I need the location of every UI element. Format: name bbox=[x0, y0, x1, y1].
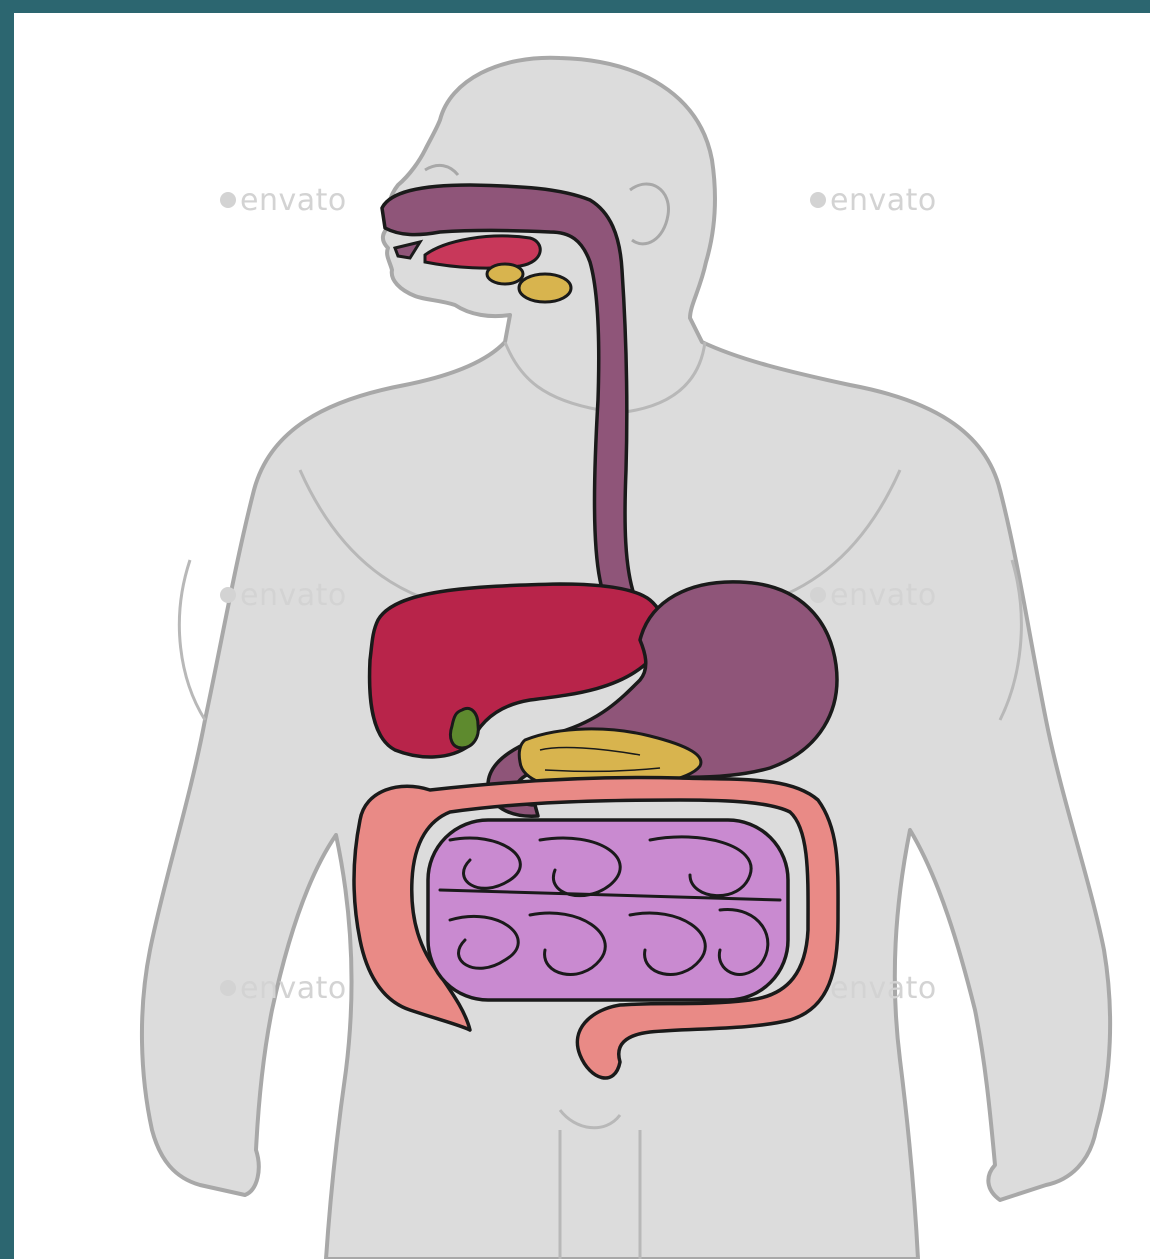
leaf-icon bbox=[810, 587, 826, 603]
gallbladder bbox=[450, 708, 478, 748]
watermark-text: envato bbox=[240, 578, 347, 613]
watermark-text: envato bbox=[830, 971, 937, 1006]
leaf-icon bbox=[220, 980, 236, 996]
arm-line bbox=[179, 560, 205, 720]
watermark: envato bbox=[220, 183, 347, 218]
small-intestine bbox=[428, 820, 788, 1000]
watermark-text: envato bbox=[830, 578, 937, 613]
leaf-icon bbox=[220, 587, 236, 603]
leaf-icon bbox=[810, 192, 826, 208]
watermark-text: envato bbox=[240, 183, 347, 218]
watermark-text: envato bbox=[240, 971, 347, 1006]
submandibular-gland bbox=[519, 274, 571, 302]
leaf-icon bbox=[220, 192, 236, 208]
watermark: envato bbox=[810, 183, 937, 218]
watermark-text: envato bbox=[830, 183, 937, 218]
sublingual-gland bbox=[487, 264, 523, 284]
